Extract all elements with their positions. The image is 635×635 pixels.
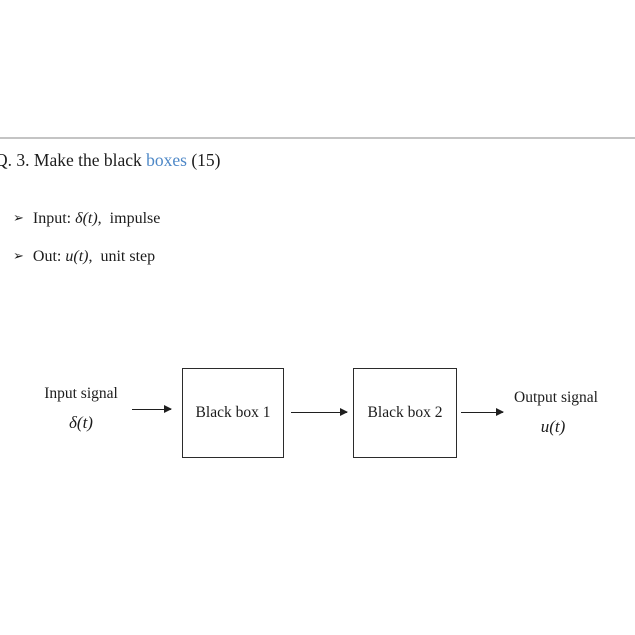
black-box-2: Black box 2	[353, 368, 457, 458]
unit-step-math: u(t)	[65, 248, 89, 265]
bullet-item-output: ➢ Out: u(t), unit step	[13, 246, 155, 268]
output-signal-label: Output signal	[514, 389, 598, 406]
bullet-output-text: Out: u(t), unit step	[33, 246, 155, 267]
output-signal-math: u(t)	[540, 417, 566, 436]
input-signal-label: Input signal	[44, 385, 118, 402]
question-points: (15)	[186, 150, 221, 170]
flow-arrow-middle-icon	[291, 408, 348, 417]
question-title-prefix: Q. 3. Make the black	[0, 150, 147, 170]
black-box-2-label: Black box 2	[367, 404, 443, 421]
bullet-output-label: Out:	[32, 248, 66, 265]
black-box-1-label: Black box 1	[195, 404, 271, 421]
bullet-input-text: Input: δ(t), impulse	[33, 208, 160, 229]
arrow-bullet-icon: ➢	[13, 211, 24, 226]
boxes-link[interactable]: boxes	[146, 150, 187, 170]
black-box-1: Black box 1	[182, 368, 284, 458]
input-signal-math: δ(t)	[69, 413, 93, 432]
flow-arrow-output-icon	[461, 408, 504, 417]
flow-arrow-input-icon	[132, 405, 172, 414]
question-title: Q. 3. Make the black boxes (15)	[0, 149, 221, 171]
bullet-item-input: ➢ Input: δ(t), impulse	[13, 208, 160, 230]
bullet-output-suffix: , unit step	[88, 248, 156, 265]
bullet-input-suffix: , impulse	[97, 210, 161, 227]
arrow-bullet-icon: ➢	[13, 249, 24, 264]
bullet-input-label: Input:	[32, 210, 76, 227]
impulse-math: δ(t)	[75, 210, 98, 227]
horizontal-divider	[0, 137, 635, 139]
